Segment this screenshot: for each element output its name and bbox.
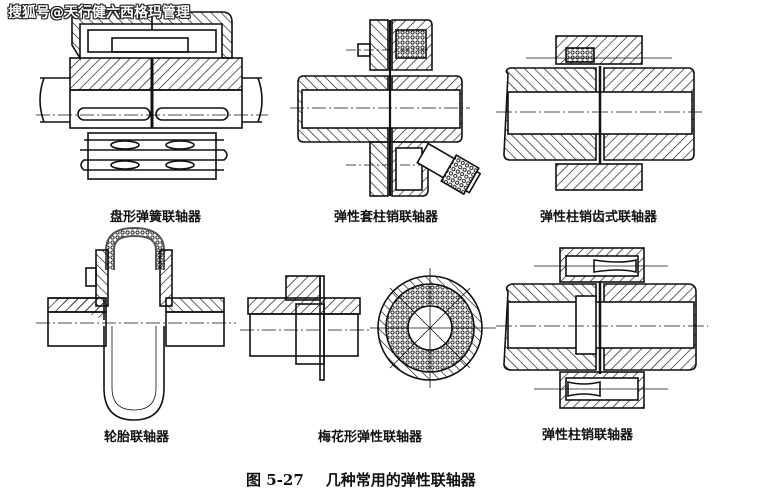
figure-elastic-pin	[496, 247, 708, 409]
caption-number: 图 5-27	[246, 471, 304, 489]
label-tire: 轮胎联轴器	[104, 430, 170, 445]
figure-tire	[36, 226, 236, 421]
caption-title: 几种常用的弹性联轴器	[325, 471, 476, 489]
label-pin-tooth: 弹性柱销齿式联轴器	[540, 210, 658, 225]
label-sleeve-pin: 弹性套柱销联轴器	[334, 210, 439, 225]
label-elastic-pin: 弹性柱销联轴器	[542, 428, 634, 443]
figure-caption: 图 5-27 几种常用的弹性联轴器	[246, 469, 476, 490]
label-plum-blossom: 梅花形弹性联轴器	[318, 430, 423, 445]
watermark: 搜狐号@天行健六西格玛管理	[8, 5, 190, 21]
figure-disc-spring	[36, 10, 268, 180]
figure-plum-blossom	[240, 268, 496, 388]
label-disc-spring: 盘形弹簧联轴器	[110, 210, 202, 225]
figure-pin-tooth	[496, 35, 702, 191]
figure-sleeve-pin	[290, 19, 482, 197]
